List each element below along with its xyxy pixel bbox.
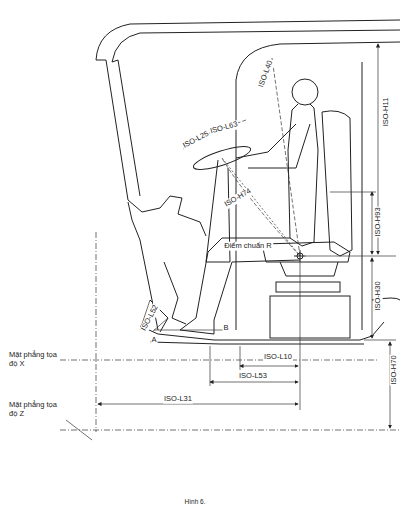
figure-caption: Hình 6. (184, 498, 207, 505)
dimension-label: ISO-L53 (238, 372, 268, 381)
dimension-label: ISO-L40 (257, 58, 275, 89)
plane-label: Mặt phẳng tọa độ X (8, 351, 60, 368)
dimension-label: ISO-H30 (374, 280, 383, 311)
dimension-label: ISO-H93 (374, 206, 383, 237)
dimension-label: ISO-H70 (390, 354, 399, 385)
dimension-label: ISO-L63 (208, 120, 239, 136)
dimension-label: ISO-L31 (163, 395, 193, 404)
dimension-label: ISO-L10 (263, 353, 293, 362)
point-letter: A (150, 336, 157, 345)
plane-label: Mặt phẳng tọa độ Z (8, 401, 60, 418)
dimension-label: ISO-H11 (382, 97, 391, 128)
dimension-label: ISO-L25 (181, 129, 211, 151)
dimension-label: ISO-H74 (222, 186, 253, 209)
point-letter: B (222, 324, 229, 333)
reference-point-label: Điểm chuẩn R (223, 242, 273, 251)
